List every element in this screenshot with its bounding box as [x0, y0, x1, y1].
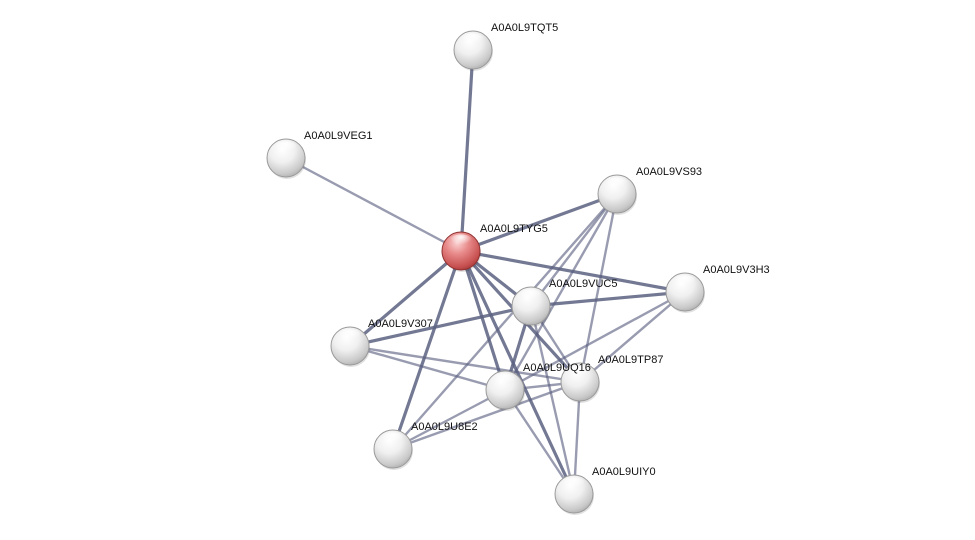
node-A0A0L9V307[interactable]: A0A0L9V307 [330, 318, 433, 367]
node-label: A0A0L9UQ16 [523, 362, 591, 374]
node-highlight [338, 329, 362, 344]
edge-A0A0L9TYG5-A0A0L9UQ16 [459, 249, 507, 392]
edge-A0A0L9VS93-A0A0L9UQ16 [503, 192, 619, 392]
edge-A0A0L9VUC5-A0A0L9UIY0 [529, 304, 576, 496]
node-layer: A0A0L9TQT5A0A0L9VEG1A0A0L9VS93A0A0L9TYG5… [266, 22, 770, 515]
node-label: A0A0L9TYG5 [480, 223, 548, 235]
node-label: A0A0L9V3H3 [703, 264, 770, 276]
edge-A0A0L9TYG5-A0A0L9VEG1 [284, 156, 463, 253]
node-A0A0L9VEG1[interactable]: A0A0L9VEG1 [266, 130, 373, 179]
node-highlight [274, 141, 298, 156]
node-A0A0L9TYG5[interactable]: A0A0L9TYG5 [441, 223, 548, 272]
node-A0A0L9UIY0[interactable]: A0A0L9UIY0 [554, 466, 656, 515]
node-label: A0A0L9VS93 [636, 166, 702, 178]
edge-A0A0L9TYG5-A0A0L9V307 [348, 249, 463, 348]
node-highlight [673, 275, 697, 290]
edge-A0A0L9TP87-A0A0L9U8E2 [391, 380, 582, 451]
edge-A0A0L9V307-A0A0L9TP87 [348, 344, 582, 384]
edge-A0A0L9VUC5-A0A0L9V307 [348, 304, 533, 348]
edge-A0A0L9V3H3-A0A0L9VUC5 [529, 290, 687, 308]
node-A0A0L9U8E2[interactable]: A0A0L9U8E2 [373, 421, 478, 470]
node-highlight [519, 289, 543, 304]
node-highlight [449, 234, 473, 249]
edge-A0A0L9V307-A0A0L9UQ16 [348, 344, 507, 392]
node-A0A0L9TQT5[interactable]: A0A0L9TQT5 [453, 22, 558, 71]
node-highlight [461, 33, 485, 48]
node-label: A0A0L9V307 [368, 318, 433, 330]
node-A0A0L9UQ16[interactable]: A0A0L9UQ16 [485, 362, 591, 411]
node-highlight [381, 432, 405, 447]
edge-A0A0L9V3H3-A0A0L9TP87 [578, 290, 687, 384]
node-A0A0L9VS93[interactable]: A0A0L9VS93 [597, 166, 702, 215]
node-label: A0A0L9TQT5 [491, 22, 558, 34]
node-highlight [493, 373, 517, 388]
edge-A0A0L9TYG5-A0A0L9TQT5 [459, 48, 475, 253]
node-label: A0A0L9VUC5 [549, 278, 618, 290]
node-A0A0L9TP87[interactable]: A0A0L9TP87 [560, 354, 663, 403]
node-label: A0A0L9U8E2 [411, 421, 478, 433]
edge-A0A0L9VS93-A0A0L9VUC5 [529, 192, 619, 308]
edge-A0A0L9VS93-A0A0L9U8E2 [391, 192, 619, 451]
edge-A0A0L9TYG5-A0A0L9U8E2 [391, 249, 463, 451]
edge-A0A0L9VS93-A0A0L9TP87 [578, 192, 619, 384]
node-A0A0L9V3H3[interactable]: A0A0L9V3H3 [665, 264, 770, 313]
node-label: A0A0L9VEG1 [304, 130, 373, 142]
edge-layer [284, 48, 687, 496]
node-highlight [562, 477, 586, 492]
edge-A0A0L9UQ16-A0A0L9UIY0 [503, 388, 576, 496]
node-label: A0A0L9TP87 [598, 354, 663, 366]
node-highlight [568, 365, 592, 380]
node-highlight [605, 177, 629, 192]
edge-A0A0L9V3H3-A0A0L9UQ16 [503, 290, 687, 392]
edge-A0A0L9UQ16-A0A0L9U8E2 [391, 388, 507, 451]
edge-A0A0L9TYG5-A0A0L9VS93 [459, 192, 619, 253]
node-A0A0L9VUC5[interactable]: A0A0L9VUC5 [511, 278, 618, 327]
node-label: A0A0L9UIY0 [592, 466, 656, 478]
